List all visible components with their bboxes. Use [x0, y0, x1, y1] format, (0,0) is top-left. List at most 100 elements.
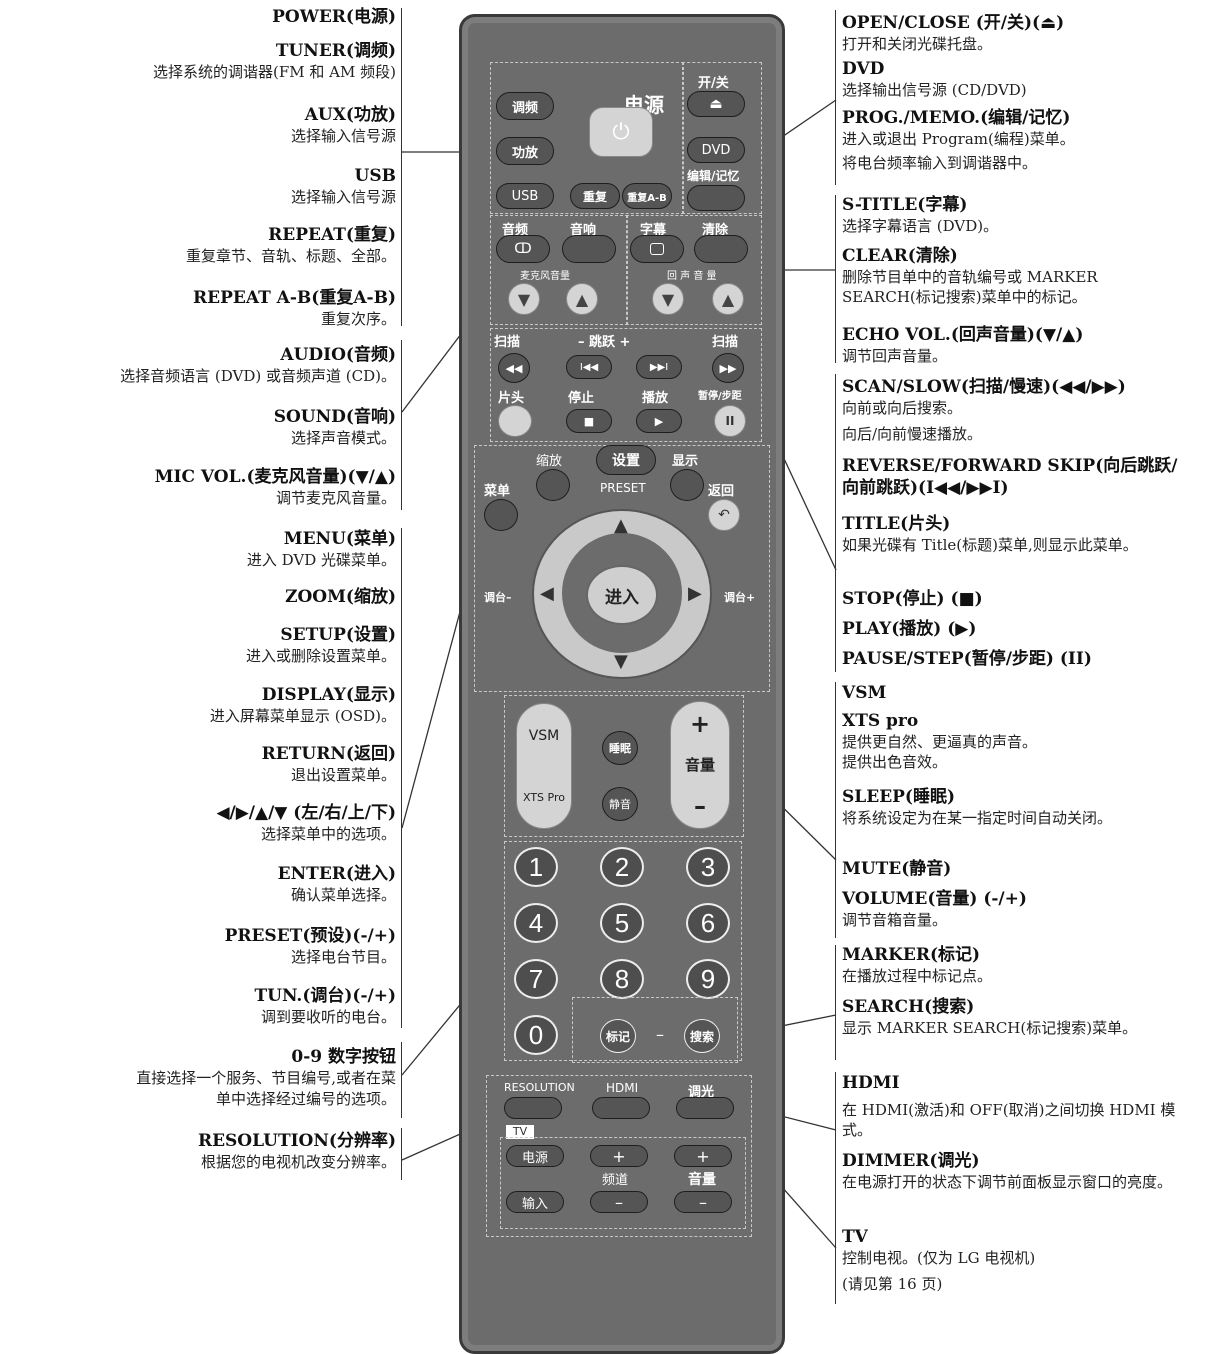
tv-input-button[interactable]: 输入 [506, 1191, 564, 1213]
label-search: SEARCH(搜索)显示 MARKER SEARCH(标记搜索)菜单。 [842, 997, 1138, 1037]
hdmi-button[interactable] [592, 1097, 650, 1119]
label-numbers: 0-9 数字按钮直接选择一个服务、节目编号,或者在菜单中选择经过编号的选项。 [136, 1047, 396, 1108]
label-clear: CLEAR(清除)删除节目单中的音轨编号或 MARKER SEARCH(标记搜索… [842, 246, 1098, 306]
resolution-button[interactable] [504, 1097, 562, 1119]
title-button[interactable] [498, 405, 532, 437]
return-button[interactable]: ↶ [708, 499, 740, 531]
zone-tv [500, 1137, 746, 1229]
tv-volume-up-button[interactable]: + [674, 1145, 732, 1167]
label-play: PLAY(播放) (▶) [842, 619, 977, 639]
sound-button[interactable] [562, 235, 616, 263]
audio-button[interactable]: ↀ [496, 235, 550, 263]
mic-vol-down-button[interactable]: ▼ [508, 283, 540, 315]
usb-button[interactable]: USB [496, 183, 554, 209]
enter-button[interactable]: 进入 [586, 565, 658, 625]
echo-vol-down-button[interactable]: ▼ [652, 283, 684, 315]
open-close-button[interactable]: ⏏ [687, 91, 745, 117]
stop-button[interactable]: ■ [566, 409, 612, 433]
scan-forward-button[interactable]: ▶▶ [712, 353, 744, 383]
pause-label: 暂停/步距 [698, 391, 742, 402]
number-9-button[interactable]: 9 [686, 959, 730, 999]
audio-icon: ↀ [514, 241, 532, 257]
label-display: DISPLAY(显示)进入屏幕菜单显示 (OSD)。 [209, 685, 396, 725]
tuner-button[interactable]: 调频 [496, 92, 554, 120]
subtitle-button[interactable] [630, 235, 684, 263]
preset-down-icon[interactable]: ▼ [614, 651, 628, 672]
dvd-button[interactable]: DVD [687, 137, 745, 163]
resolution-label: RESOLUTION [504, 1081, 575, 1094]
zone-marker [572, 997, 738, 1063]
dpad[interactable]: ▲ ▼ ◀ ▶ 进入 [532, 509, 712, 679]
dimmer-button[interactable] [676, 1097, 734, 1119]
label-arrows: ◀/▶/▲/▼ (左/右/上/下)选择菜单中的选项。 [216, 803, 396, 843]
number-4-button[interactable]: 4 [514, 903, 558, 943]
label-menu: MENU(菜单)进入 DVD 光碟菜单。 [246, 529, 396, 569]
channel-down-button[interactable]: – [590, 1191, 648, 1213]
pause-button[interactable]: II [714, 405, 746, 437]
zone-transport [490, 328, 762, 442]
echo-vol-up-button[interactable]: ▲ [712, 283, 744, 315]
zone-subtitle [626, 215, 762, 325]
sleep-button[interactable]: 睡眠 [602, 731, 638, 765]
number-6-button[interactable]: 6 [686, 903, 730, 943]
label-mic-vol: MIC VOL.(麦克风音量)(▼/▲)调节麦克风音量。 [154, 467, 396, 507]
channel-up-button[interactable]: + [590, 1145, 648, 1167]
number-2-button[interactable]: 2 [600, 847, 644, 887]
left-arrow-icon[interactable]: ◀ [540, 583, 554, 604]
number-5-button[interactable]: 5 [600, 903, 644, 943]
power-button[interactable]: ⏻ [589, 107, 653, 157]
search-button[interactable]: 搜索 [684, 1019, 720, 1053]
number-3-button[interactable]: 3 [686, 847, 730, 887]
tun-minus-label: 调台– [484, 591, 512, 604]
play-button[interactable]: ▶ [636, 409, 682, 433]
right-arrow-icon[interactable]: ▶ [688, 583, 702, 604]
left-bracket-5 [401, 1128, 402, 1180]
play-icon: ▶ [654, 414, 664, 428]
number-8-button[interactable]: 8 [600, 959, 644, 999]
zone-volume [504, 695, 744, 837]
prog-memo-button[interactable] [687, 185, 745, 211]
scan-back-button[interactable]: ◀◀ [498, 353, 530, 383]
skip-forward-button[interactable]: ▶▶I [636, 355, 682, 379]
label-pause: PAUSE/STEP(暂停/步距) (II) [842, 649, 1092, 669]
tun-plus-label: 调台+ [724, 591, 756, 604]
vsm-label: VSM [528, 727, 560, 744]
vsm-xts-button[interactable]: VSM XTS Pro [516, 703, 572, 829]
display-label: 显示 [672, 454, 699, 469]
mic-vol-up-button[interactable]: ▲ [566, 283, 598, 315]
display-button[interactable] [670, 469, 704, 501]
clear-button[interactable] [694, 235, 748, 263]
rewind-icon: ◀◀ [505, 361, 523, 375]
number-0-button[interactable]: 0 [514, 1015, 558, 1055]
mute-button[interactable]: 静音 [602, 787, 638, 821]
number-7-button[interactable]: 7 [514, 959, 558, 999]
prog-memo-label: 编辑/记忆 [687, 169, 740, 183]
tv-power-button[interactable]: 电源 [506, 1145, 564, 1167]
repeat-button[interactable]: 重复 [570, 183, 620, 209]
number-1-button[interactable]: 1 [514, 847, 558, 887]
zone-power [490, 62, 684, 214]
skip-label: – 跳跃 + [578, 335, 631, 350]
echo-vol-label: 回 声 音 量 [667, 271, 717, 282]
skip-back-button[interactable]: I◀◀ [566, 355, 612, 379]
right-bracket-2 [835, 195, 836, 363]
menu-button[interactable] [484, 499, 518, 531]
label-zoom: ZOOM(缩放) [285, 587, 396, 607]
zoom-label: 缩放 [536, 454, 563, 469]
preset-up-icon[interactable]: ▲ [614, 515, 628, 536]
aux-button[interactable]: 功放 [496, 137, 554, 165]
tv-volume-down-button[interactable]: – [674, 1191, 732, 1213]
repeat-ab-button[interactable]: 重复A-B [622, 183, 672, 209]
label-vsm: VSM [842, 683, 887, 703]
label-sleep: SLEEP(睡眠)将系统设定为在某一指定时间自动关闭。 [842, 787, 1113, 827]
marker-button[interactable]: 标记 [600, 1019, 636, 1053]
open-close-label: 开/关 [698, 76, 729, 91]
zoom-button[interactable] [536, 469, 570, 501]
setup-button[interactable]: 设置 [596, 445, 656, 475]
label-skip: REVERSE/FORWARD SKIP(向后跳跃/向前跳跃)(I◀◀/▶▶I) [842, 456, 1178, 498]
volume-button[interactable]: + 音量 – [670, 701, 730, 829]
